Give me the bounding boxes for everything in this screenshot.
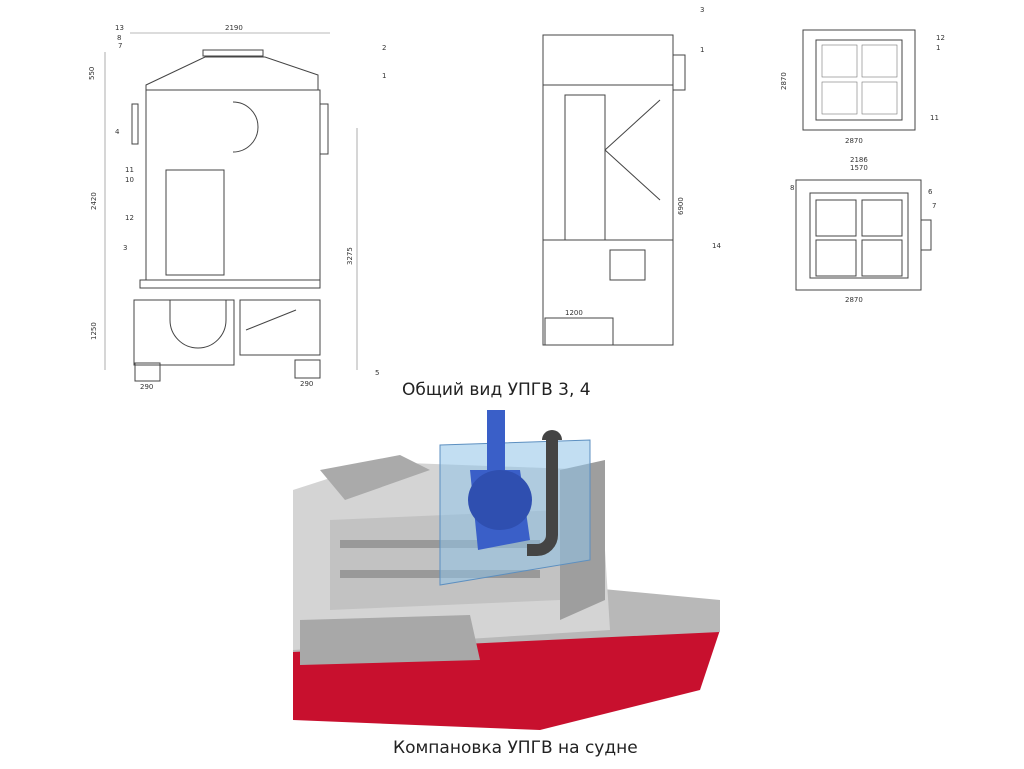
callout-number: 11 <box>930 114 939 122</box>
callout-number: 11 <box>125 166 134 174</box>
dimension-label: 2186 <box>850 156 868 164</box>
dimension-label: 1570 <box>850 164 868 172</box>
callout-number: 13 <box>115 24 124 32</box>
unit-plan-top-drawing: 2870 2870 12 1 11 <box>780 29 945 145</box>
unit-side-view-drawing: 2190 550 2420 1250 3275 290 290 13 8 7 4… <box>88 24 386 391</box>
dimension-label: 6900 <box>677 197 685 215</box>
callout-number: 10 <box>125 176 134 184</box>
callout-number: 8 <box>790 184 794 192</box>
callout-number: 7 <box>932 202 936 210</box>
callout-number: 1 <box>936 44 940 52</box>
callout-number: 7 <box>118 42 122 50</box>
callout-number: 1 <box>700 46 704 54</box>
ship-layout-3d-render <box>293 410 720 730</box>
dimension-label: 290 <box>300 380 313 388</box>
ship-layout-caption: Компановка УПГВ на судне <box>393 738 638 758</box>
callout-number: 12 <box>125 214 134 222</box>
dimension-label: 3275 <box>346 247 354 265</box>
unit-section-drawing: 6900 1200 3 1 14 <box>542 6 721 346</box>
callout-number: 1 <box>382 72 386 80</box>
callout-number: 5 <box>375 369 379 377</box>
callout-number: 8 <box>117 34 121 42</box>
callout-number: 14 <box>712 242 721 250</box>
callout-number: 3 <box>700 6 704 14</box>
dimension-label: 290 <box>140 383 153 391</box>
callout-number: 4 <box>115 128 120 136</box>
dimension-label: 2190 <box>225 24 243 32</box>
general-view-caption: Общий вид УПГВ 3, 4 <box>402 380 591 400</box>
callout-number: 6 <box>928 188 933 196</box>
dimension-label: 2870 <box>845 137 863 145</box>
dimension-label: 2870 <box>780 72 788 90</box>
dimension-label: 1250 <box>90 322 98 340</box>
unit-plan-bottom-drawing: 2186 1570 2870 8 6 7 <box>790 156 936 304</box>
callout-number: 2 <box>382 44 386 52</box>
callout-number: 12 <box>936 34 945 42</box>
dimension-label: 550 <box>88 67 96 80</box>
dimension-label: 2420 <box>90 192 98 210</box>
callout-number: 3 <box>123 244 127 252</box>
dimension-label: 1200 <box>565 309 583 317</box>
dimension-label: 2870 <box>845 296 863 304</box>
